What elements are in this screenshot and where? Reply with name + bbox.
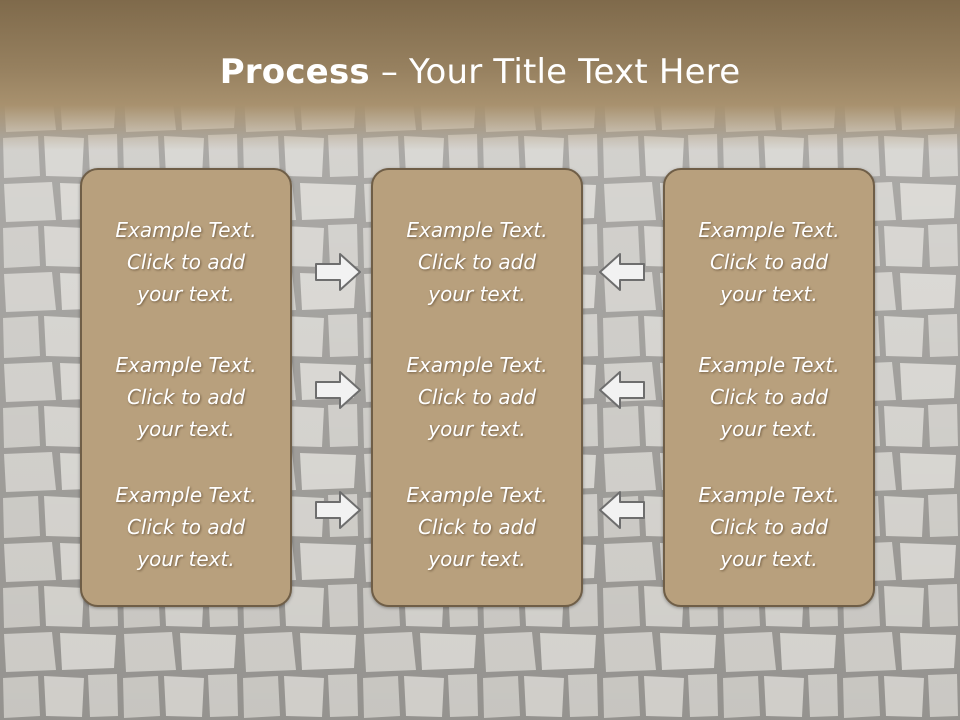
right-arrow-icon[interactable] (314, 489, 362, 531)
slide-title[interactable]: Process – Your Title Text Here (0, 52, 960, 92)
left-arrow-icon[interactable] (598, 369, 646, 411)
placeholder-text[interactable]: Example Text. Click to add your text. (406, 483, 548, 571)
placeholder-text[interactable]: Example Text. Click to add your text. (698, 218, 840, 306)
placeholder-text[interactable]: Example Text. Click to add your text. (406, 353, 548, 441)
right-arrow-icon[interactable] (314, 369, 362, 411)
process-panel-center[interactable]: Example Text. Click to add your text. Ex… (371, 168, 583, 607)
placeholder-text[interactable]: Example Text. Click to add your text. (115, 218, 257, 306)
title-band (0, 0, 960, 150)
left-arrow-icon[interactable] (598, 251, 646, 293)
left-arrow-icon[interactable] (598, 489, 646, 531)
process-panel-left[interactable]: Example Text. Click to add your text. Ex… (80, 168, 292, 607)
placeholder-text[interactable]: Example Text. Click to add your text. (698, 483, 840, 571)
placeholder-text[interactable]: Example Text. Click to add your text. (115, 483, 257, 571)
placeholder-text[interactable]: Example Text. Click to add your text. (115, 353, 257, 441)
title-rest: – Your Title Text Here (369, 52, 741, 92)
process-panel-right[interactable]: Example Text. Click to add your text. Ex… (663, 168, 875, 607)
placeholder-text[interactable]: Example Text. Click to add your text. (406, 218, 548, 306)
right-arrow-icon[interactable] (314, 251, 362, 293)
placeholder-text[interactable]: Example Text. Click to add your text. (698, 353, 840, 441)
title-bold: Process (219, 52, 370, 92)
